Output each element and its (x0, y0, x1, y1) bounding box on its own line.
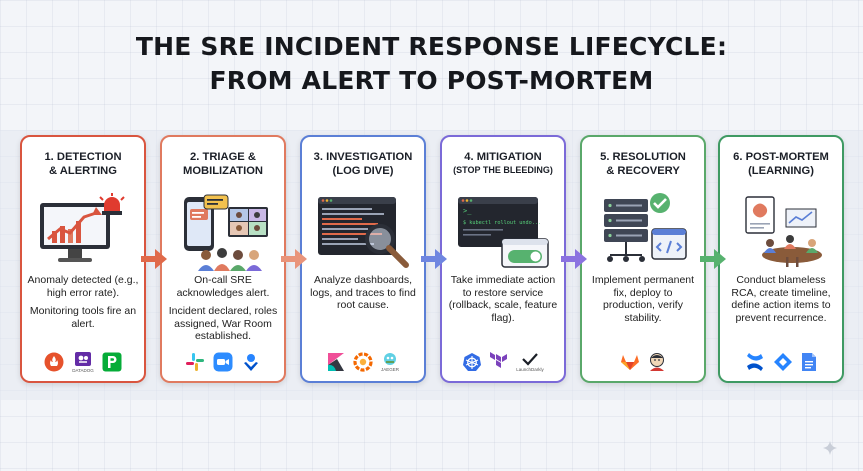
stage-heading-line-2: (STOP THE BLEEDING) (453, 165, 553, 175)
tool-logos (582, 347, 704, 377)
stage-description-1: On-call SRE acknowledges alert. (176, 274, 270, 299)
flow-arrow-2-to-3 (281, 249, 307, 269)
stage-heading-line-1: 6. POST-MORTEM (733, 151, 829, 163)
tool-logos (720, 347, 842, 377)
terraform-icon (490, 352, 508, 372)
stage-card-resolution: 5. RESOLUTION & RECOVERY Implement perma… (580, 135, 706, 383)
jenkins-icon (648, 352, 666, 372)
stage-description: Anomaly detected (e.g., high error rate)… (27, 274, 139, 336)
stage-heading: 2. TRIAGE & MOBILIZATION (166, 150, 280, 178)
log-terminal-magnifier-icon (318, 197, 409, 268)
kibana-icon (327, 352, 345, 372)
gitlab-icon (620, 352, 640, 372)
opsgenie-icon (241, 352, 261, 372)
stage-card-post-mortem: 6. POST-MORTEM (LEARNING) Conduct blamel… (718, 135, 844, 383)
google-docs-icon (801, 352, 817, 372)
kubernetes-icon (462, 352, 482, 372)
stage-description: Analyze dashboards, logs, and traces to … (307, 274, 419, 318)
flow-arrow-1-to-2 (141, 249, 167, 269)
stage-heading: 1. DETECTION & ALERTING (26, 150, 140, 178)
stage-heading-line-1: 4. MITIGATION (464, 151, 542, 163)
stage-description: On-call SRE acknowledges alert. Incident… (167, 274, 279, 349)
monitor-alert-icon (40, 193, 125, 262)
server-deploy-code-icon (604, 193, 687, 262)
svg-text:>_: >_ (463, 207, 472, 215)
stage-heading: 6. POST-MORTEM (LEARNING) (724, 150, 838, 178)
stage-description-1: Analyze dashboards, logs, and traces to … (310, 274, 416, 311)
launchdarkly-icon: LaunchDarkly (516, 352, 544, 372)
stage-card-triage: 2. TRIAGE & MOBILIZATION On-call SRE ack… (160, 135, 286, 383)
stage-description-2: Incident declared, roles assigned, War R… (168, 305, 278, 342)
stage-heading-line-2: & ALERTING (49, 165, 117, 177)
confluence-icon (745, 352, 765, 372)
stage-heading-line-2: (LEARNING) (748, 165, 814, 177)
stage-description: Conduct blameless RCA, create timeline, … (725, 274, 837, 330)
zoom-icon (213, 352, 233, 372)
tool-logos: LaunchDarkly (442, 347, 564, 377)
stage-heading: 3. INVESTIGATION (LOG DIVE) (306, 150, 420, 178)
meeting-retrospective-icon (745, 196, 822, 267)
stage-description: Implement permanent fix, deploy to produ… (587, 274, 699, 330)
prometheus-icon (44, 352, 64, 372)
stage-description-1: Anomaly detected (e.g., high error rate)… (27, 274, 139, 299)
stage-card-mitigation: 4. MITIGATION (STOP THE BLEEDING) >_ $ k… (440, 135, 566, 383)
launchdarkly-caption: LaunchDarkly (516, 367, 544, 372)
sparkle-icon (823, 441, 837, 455)
title-line-2: FROM ALERT TO POST-MORTEM (209, 66, 654, 95)
stage-heading-line-2: (LOG DIVE) (332, 165, 394, 177)
stage-card-detection: 1. DETECTION & ALERTING Anomaly detected… (20, 135, 146, 383)
stage-heading: 5. RESOLUTION & RECOVERY (586, 150, 700, 178)
jira-icon (773, 352, 793, 372)
flow-arrow-3-to-4 (421, 249, 447, 269)
stage-description-1: Conduct blameless RCA, create timeline, … (731, 274, 831, 324)
stage-heading-line-1: 2. TRIAGE & (190, 151, 256, 163)
terminal-command: $ kubectl rollout undo... (463, 220, 541, 226)
stage-heading-line-2: & RECOVERY (606, 165, 680, 177)
stage-heading-line-1: 5. RESOLUTION (600, 151, 686, 163)
jaeger-icon: JAEGER (381, 352, 399, 372)
tool-logos: DATADOG (22, 347, 144, 377)
stage-description: Take immediate action to restore service… (447, 274, 559, 330)
stage-description-2: Monitoring tools fire an alert. (29, 305, 137, 330)
stage-card-investigation: 3. INVESTIGATION (LOG DIVE) Analyze dash… (300, 135, 426, 383)
terminal-rollback-toggle-icon: >_ $ kubectl rollout undo... (458, 197, 549, 268)
team-mobilization-icon (184, 194, 268, 271)
flow-arrow-5-to-6 (700, 249, 726, 269)
pagerduty-icon (102, 352, 122, 372)
flow-arrow-4-to-5 (561, 249, 587, 269)
stage-heading-line-2: MOBILIZATION (183, 165, 263, 177)
datadog-icon: DATADOG (72, 351, 94, 373)
tool-logos: JAEGER (302, 347, 424, 377)
title-line-1: THE SRE INCIDENT RESPONSE LIFECYCLE: (135, 32, 728, 61)
stage-heading-line-1: 3. INVESTIGATION (313, 151, 413, 163)
page-title: THE SRE INCIDENT RESPONSE LIFECYCLE: FRO… (0, 30, 863, 98)
stage-description-1: Implement permanent fix, deploy to produ… (591, 274, 695, 324)
stage-description-1: Take immediate action to restore service… (448, 274, 558, 324)
jaeger-caption: JAEGER (380, 367, 399, 372)
datadog-caption: DATADOG (72, 368, 94, 373)
grafana-icon (353, 352, 373, 372)
slack-icon (185, 352, 205, 372)
stage-heading-line-1: 1. DETECTION (44, 151, 122, 163)
stage-heading: 4. MITIGATION (STOP THE BLEEDING) (446, 150, 560, 177)
tool-logos (162, 347, 284, 377)
